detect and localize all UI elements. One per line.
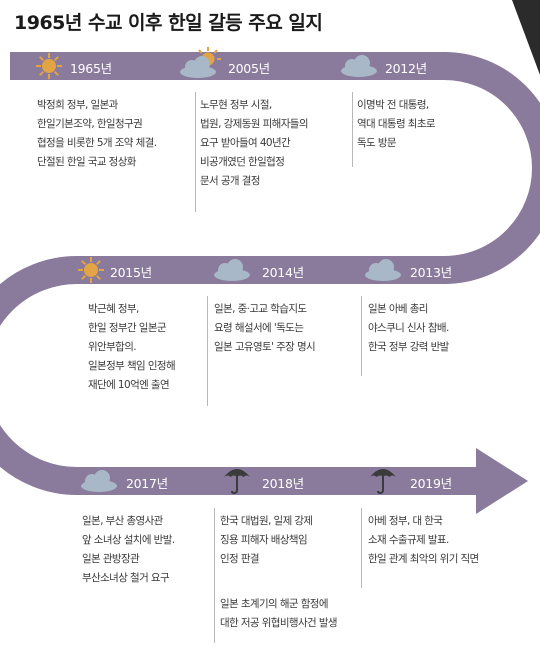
divider: [352, 92, 353, 167]
umbrella-icon: [370, 469, 396, 495]
sun-icon: [36, 53, 62, 79]
page-title: 1965년 수교 이후 한일 갈등 주요 일지: [14, 12, 323, 34]
cloud-icon: [365, 259, 401, 281]
event-2017-description: 일본, 부산 총영사관 앞 소녀상 설치에 반발. 일본 관방장관 부산소녀상 …: [82, 515, 175, 584]
year-2019: 2019년: [410, 476, 452, 491]
year-2015: 2015년: [110, 265, 152, 280]
event-2012-description: 이명박 전 대통령, 역대 대통령 최초로 독도 방문: [357, 99, 436, 149]
event-2018-court-description: 한국 대법원, 일제 강제 징용 피해자 배상책임 인정 판결: [220, 515, 313, 565]
cloud-icon: [214, 259, 250, 281]
event-1965-description: 박정희 정부, 일본과 한일기본조약, 한일청구권 협정을 비롯한 5개 조약 …: [37, 99, 157, 168]
year-1965: 1965년: [70, 61, 112, 76]
cloud-icon: [341, 55, 377, 77]
year-2018: 2018년: [262, 476, 304, 491]
divider: [214, 508, 215, 643]
event-2013-description: 일본 아베 총리 야스쿠니 신사 참배. 한국 정부 강력 반발: [368, 303, 449, 353]
event-2015-description: 박근혜 정부, 한일 정부간 일본군 위안부합의. 일본정부 책임 인정해 재단…: [88, 303, 176, 391]
umbrella-icon: [224, 469, 250, 495]
timeline-arrowhead: [476, 448, 528, 514]
cloud-icon: [81, 470, 117, 492]
divider: [207, 296, 208, 406]
divider: [361, 508, 362, 588]
year-2013: 2013년: [410, 265, 452, 280]
event-2018-patrol-aircraft-description: 일본 초계기의 해군 함정에 대한 저공 위협비행사건 발생: [220, 598, 338, 629]
divider: [361, 296, 362, 376]
sun-behind-cloud-icon: [180, 47, 221, 78]
event-2014-description: 일본, 중·고교 학습지도 요령 해설서에 '독도는 일본 고유영토' 주장 명…: [214, 303, 316, 353]
year-2014: 2014년: [262, 265, 304, 280]
event-2005-description: 노무현 정부 시절, 법원, 강제동원 피해자들의 요구 받아들여 40년간 비…: [200, 99, 308, 187]
year-2017: 2017년: [126, 476, 168, 491]
event-2019-description: 아베 정부, 대 한국 소재 수출규제 발표. 한일 관계 최악의 위기 직면: [368, 515, 479, 565]
divider: [195, 92, 196, 212]
year-2012: 2012년: [385, 61, 427, 76]
sun-icon: [78, 257, 104, 283]
year-2005: 2005년: [228, 61, 270, 76]
